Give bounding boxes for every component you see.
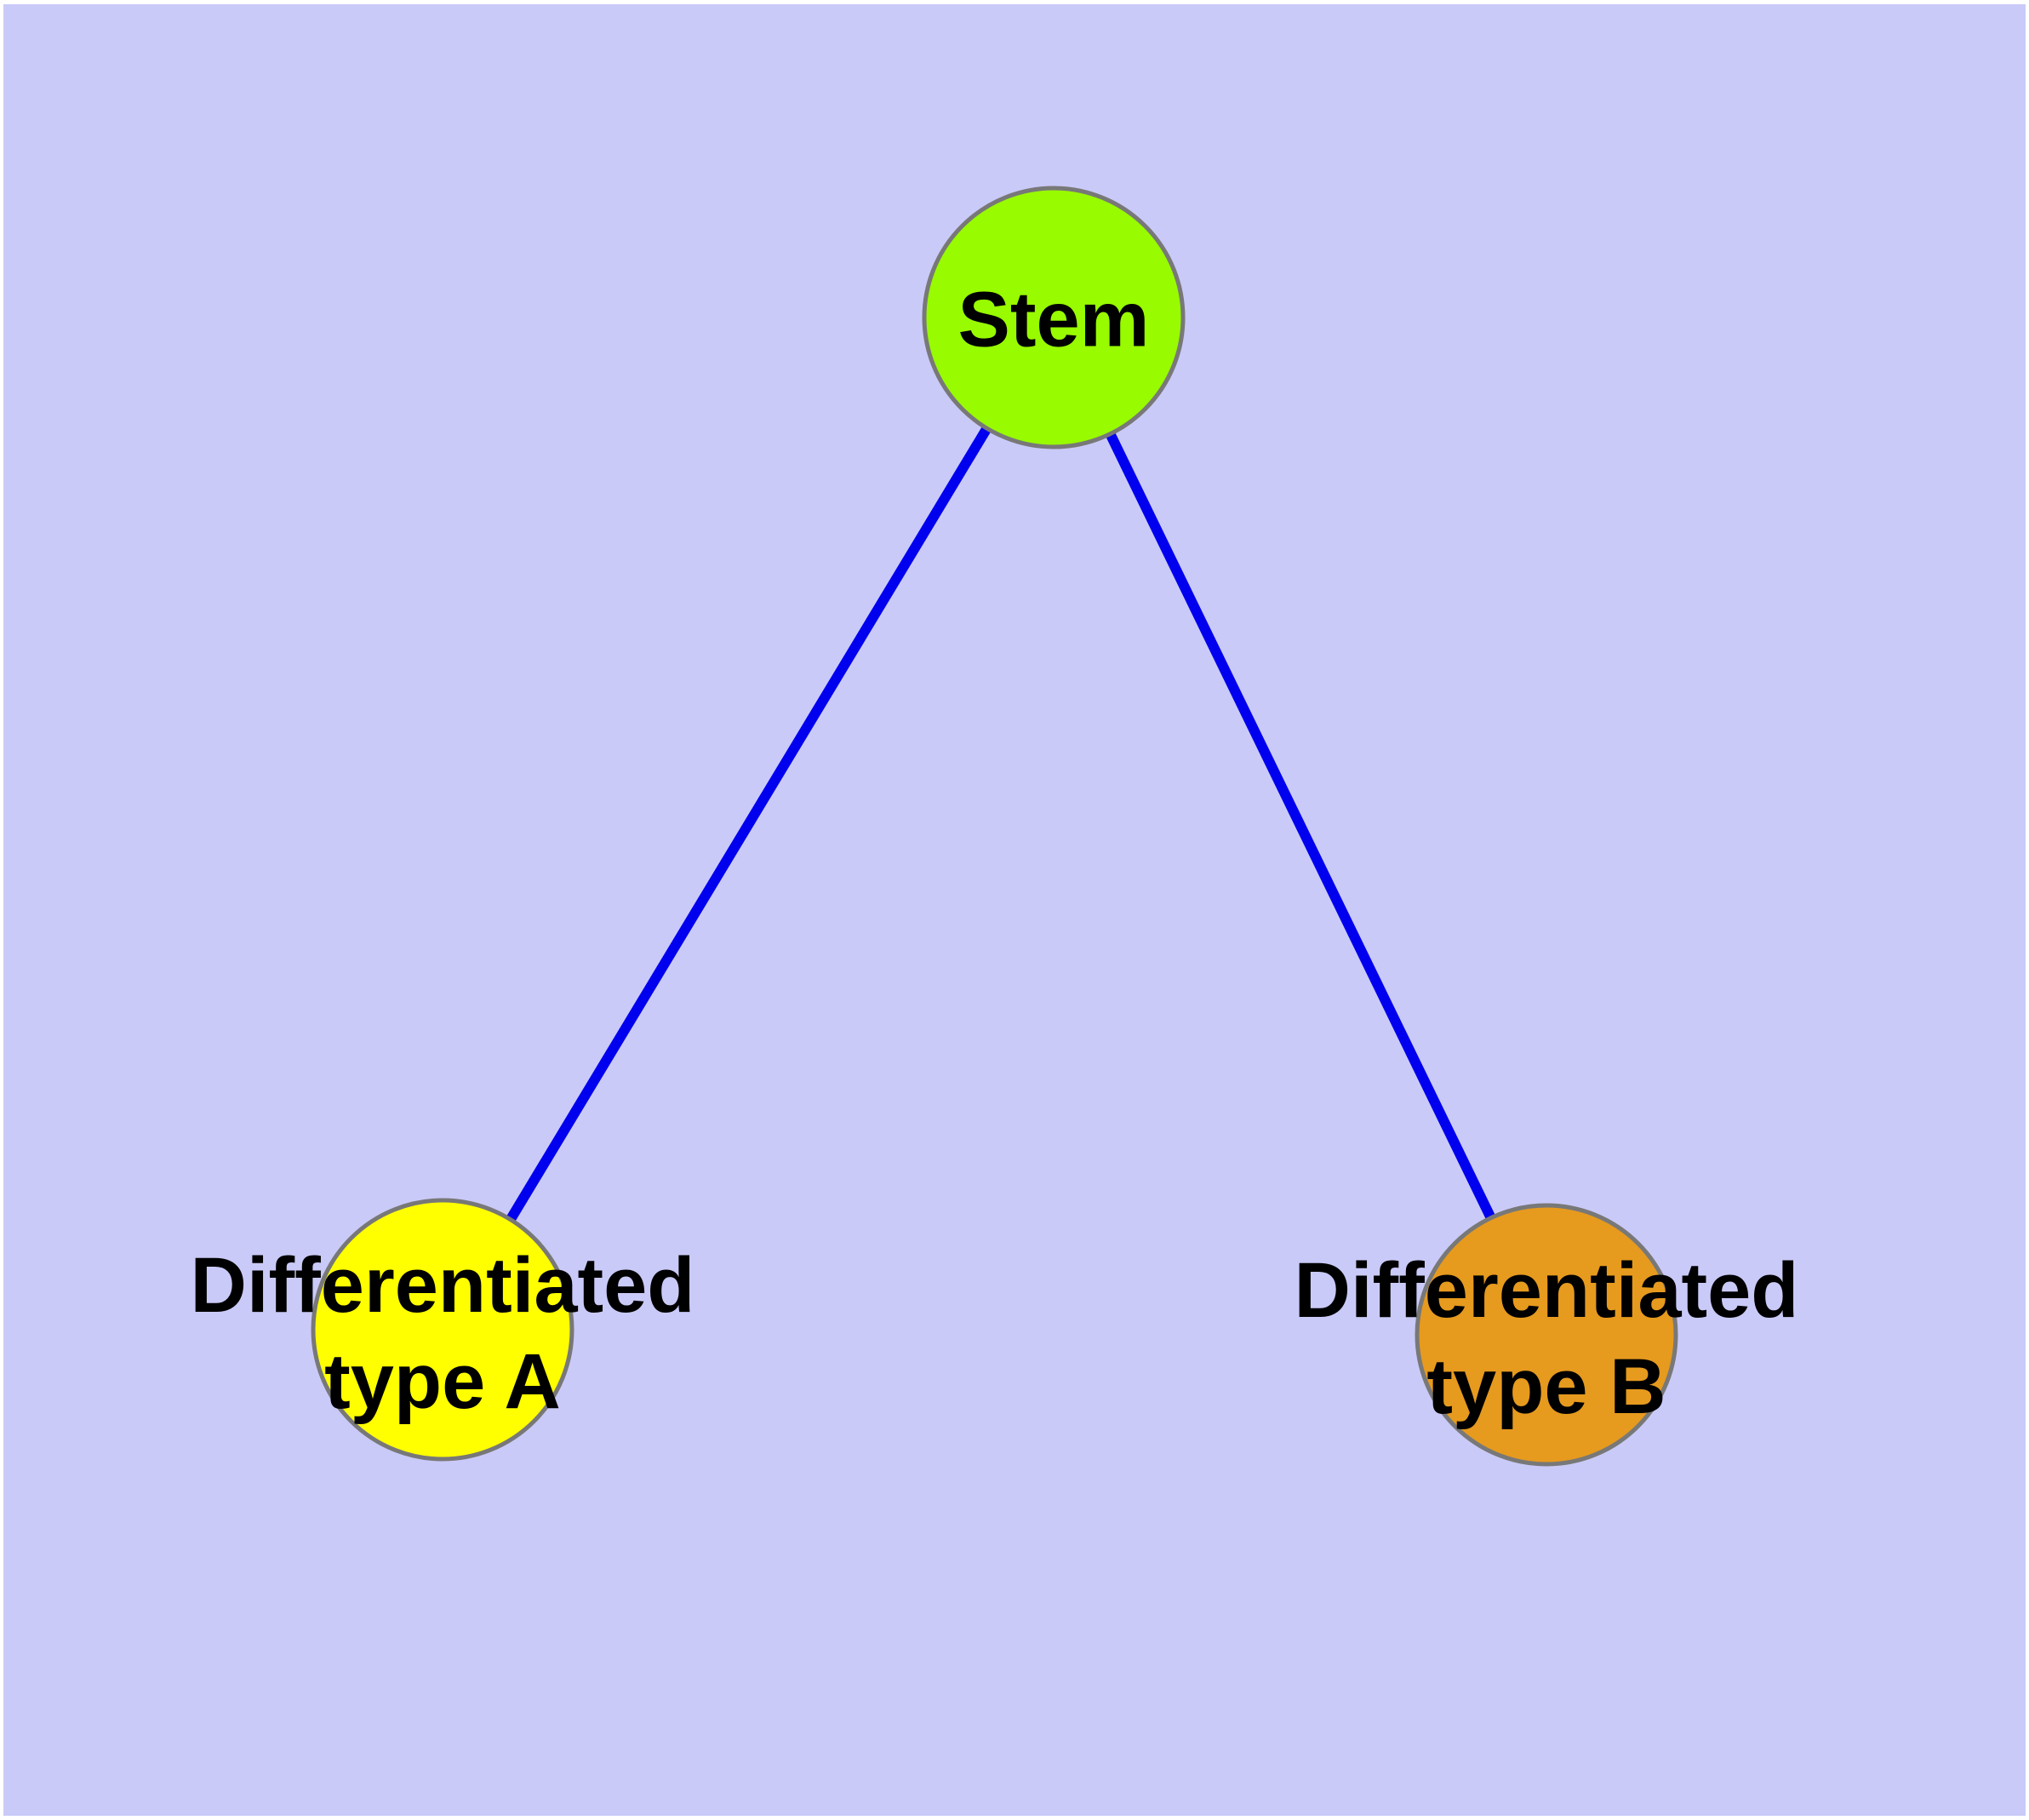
edge-stem-to-type-b — [1049, 315, 1552, 1335]
node-stem-label-line: Stem — [957, 276, 1150, 363]
node-type-a-label: Differentiated type A — [191, 1238, 695, 1430]
node-type-b-label: Differentiated type B — [1295, 1243, 1799, 1435]
edge-stem-to-type-a — [437, 314, 1059, 1336]
node-type-b-label-line1: Differentiated — [1294, 1247, 1799, 1334]
node-type-b-label-line2: type B — [1426, 1343, 1666, 1430]
node-stem-label: Stem — [958, 272, 1150, 369]
node-type-a-label-line2: type A — [324, 1338, 561, 1425]
node-stem-circle — [922, 186, 1186, 449]
node-type-a-label-line1: Differentiated — [190, 1242, 695, 1329]
node-type-b-circle — [1415, 1203, 1678, 1467]
node-type-a-circle — [311, 1198, 574, 1462]
